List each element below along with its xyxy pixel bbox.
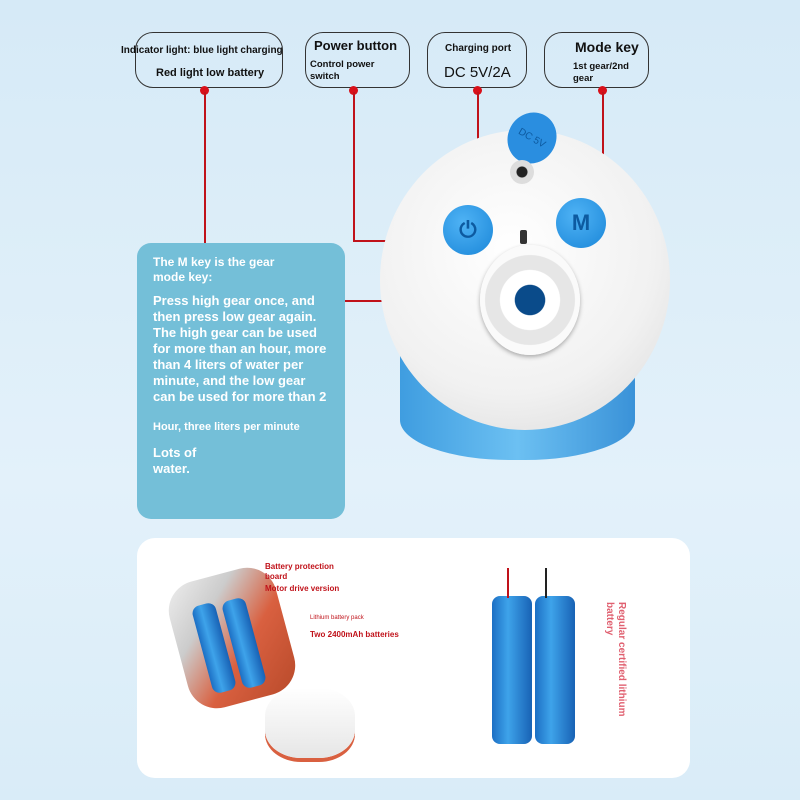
power-title: Power button xyxy=(314,38,398,53)
cap-text: DC 5V xyxy=(516,125,548,151)
batteries-label: Two 2400mAh batteries xyxy=(310,630,399,639)
indicator-label: Indicator light: blue light charging Red… xyxy=(121,32,283,88)
power-icon: ⏻ xyxy=(459,217,477,242)
charging-value: DC 5V/2A xyxy=(444,64,511,81)
mode-label: Mode key 1st gear/2nd gear xyxy=(544,32,649,88)
power-dot xyxy=(349,86,358,95)
battery-wires xyxy=(507,568,547,598)
power-line xyxy=(353,92,355,242)
mode-title: Mode key xyxy=(575,39,639,55)
mode-letter: M xyxy=(571,210,591,235)
info-body: Press high gear once, and then press low… xyxy=(153,293,327,404)
charging-port xyxy=(510,160,534,184)
motor-label: Motor drive version xyxy=(265,584,340,593)
pack-label: Lithium battery pack xyxy=(310,615,364,621)
indicator-text-1: Indicator light: blue light charging xyxy=(121,45,283,56)
charging-title: Charging port xyxy=(445,43,512,54)
mode-button[interactable]: M xyxy=(556,198,606,248)
water-outlet xyxy=(480,245,580,355)
info-box: The M key is the gear mode key: Press hi… xyxy=(137,243,345,519)
power-label: Power button Control power switch xyxy=(305,32,410,88)
protection-label: Battery protection board xyxy=(265,562,334,581)
info-line2: Hour, three liters per minute xyxy=(153,421,300,433)
charging-dot xyxy=(473,86,482,95)
power-button[interactable]: ⏻ xyxy=(443,205,493,255)
battery-cell-2 xyxy=(535,596,575,744)
charging-label: Charging port DC 5V/2A xyxy=(427,32,527,88)
certified-label: Regular certified lithium battery xyxy=(604,602,627,717)
device-cap xyxy=(265,688,355,758)
battery-panel: Battery protection board Motor drive ver… xyxy=(137,538,690,778)
indicator-light xyxy=(520,230,527,244)
info-line3: Lots of water. xyxy=(153,445,197,476)
indicator-line-h xyxy=(204,300,524,302)
indicator-line xyxy=(204,92,206,302)
mode-desc: 1st gear/2nd gear xyxy=(573,61,629,84)
indicator-dot xyxy=(200,86,209,95)
power-desc: Control power switch xyxy=(310,59,375,82)
charging-line xyxy=(477,92,479,174)
indicator-text-2: Red light low battery xyxy=(156,67,265,79)
info-heading: The M key is the gear mode key: xyxy=(153,255,275,284)
battery-cell-1 xyxy=(492,596,532,744)
mode-dot xyxy=(598,86,607,95)
